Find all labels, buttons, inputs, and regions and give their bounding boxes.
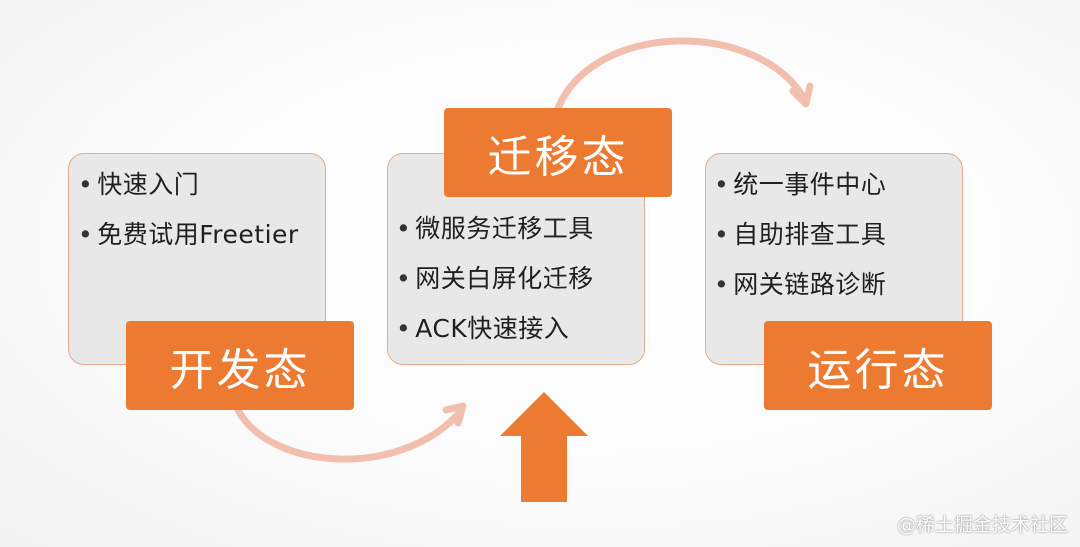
stage-label-dev: 开发态 — [126, 321, 354, 410]
up-arrow-icon — [500, 392, 588, 502]
list-item: 自助排查工具 — [714, 210, 886, 260]
curve-arrow-migrate-to-run-head — [789, 82, 814, 108]
curve-arrow-dev-to-migrate — [234, 406, 464, 463]
list-item: 微服务迁移工具 — [396, 204, 594, 254]
curve-arrow-migrate-to-run — [554, 37, 809, 112]
stage-label-migrate: 迁移态 — [444, 108, 672, 197]
list-item: 网关链路诊断 — [714, 260, 886, 310]
curve-arrow-dev-to-migrate-head — [442, 402, 467, 427]
list-item: ACK快速接入 — [396, 304, 594, 354]
stage-migrate-list: 微服务迁移工具 网关白屏化迁移 ACK快速接入 — [396, 204, 594, 354]
list-item: 快速入门 — [78, 160, 299, 210]
list-item: 免费试用Freetier — [78, 210, 299, 260]
stage-label-run: 运行态 — [764, 321, 992, 410]
watermark: @稀土掘金技术社区 — [896, 514, 1068, 536]
stage-dev-list: 快速入门 免费试用Freetier — [78, 160, 299, 260]
stage-run-list: 统一事件中心 自助排查工具 网关链路诊断 — [714, 160, 886, 310]
list-item: 网关白屏化迁移 — [396, 254, 594, 304]
list-item: 统一事件中心 — [714, 160, 886, 210]
